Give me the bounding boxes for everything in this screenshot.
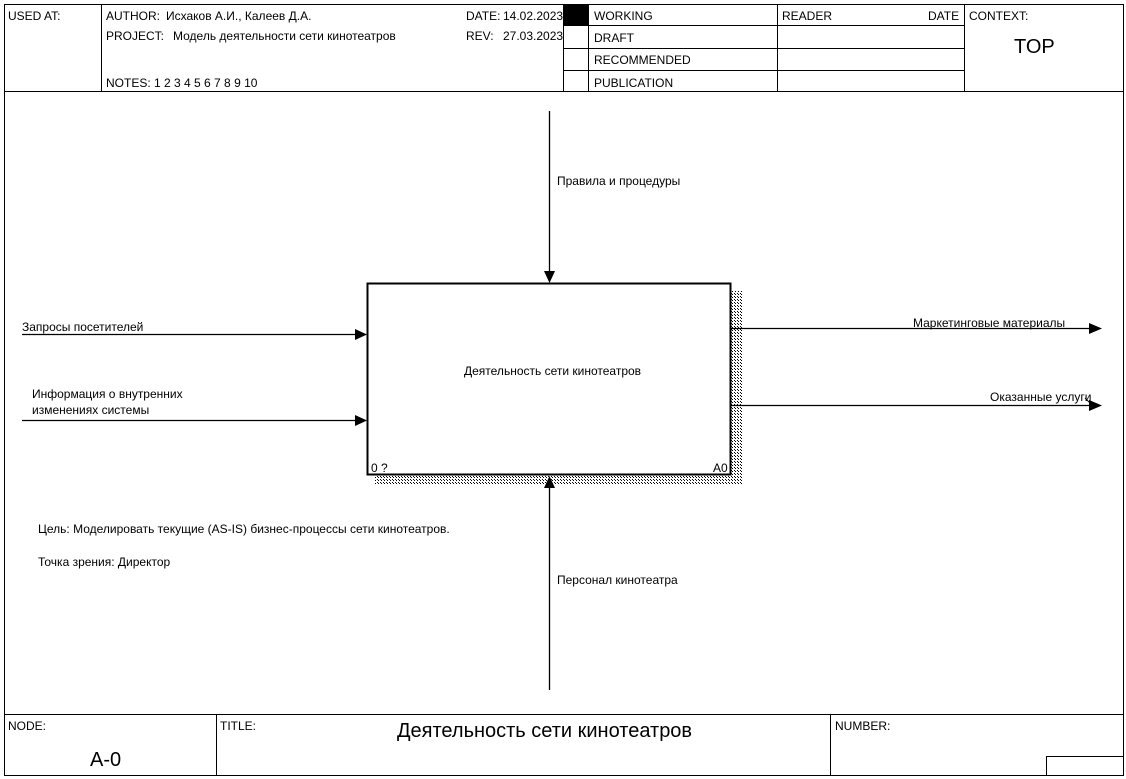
- node-value: A-0: [90, 749, 122, 771]
- working-status-marker: [564, 5, 588, 25]
- activity-cost: 0 ?: [371, 461, 388, 475]
- header-grid: [4, 4, 1124, 92]
- status-working: WORKING: [594, 9, 653, 23]
- mechanism-arrow[interactable]: [544, 476, 555, 690]
- title-value: Деятельность сети кинотеатров: [397, 720, 693, 742]
- project-label: PROJECT:: [106, 29, 165, 43]
- used-at-label: USED AT:: [8, 9, 61, 23]
- reader-label: READER: [782, 9, 833, 23]
- control-arrow-label: Правила и процедуры: [557, 174, 681, 188]
- activity-name: Деятельность сети кинотеатров: [464, 364, 642, 378]
- input-arrow-2[interactable]: [22, 415, 367, 426]
- notes: NOTES: 1 2 3 4 5 6 7 8 9 10: [106, 76, 258, 90]
- date-value: 14.02.2023: [503, 9, 564, 23]
- rev-label: REV:: [466, 29, 494, 43]
- date-label: DATE:: [466, 9, 501, 23]
- control-arrow[interactable]: [544, 111, 555, 283]
- number-label: NUMBER:: [835, 719, 891, 733]
- activity-shadow: [375, 291, 742, 485]
- purpose-text: Цель: Моделировать текущие (AS-IS) бизне…: [38, 522, 450, 536]
- activity-node-number: A0: [713, 461, 728, 475]
- footer-grid: [4, 714, 1124, 776]
- mechanism-arrow-label: Персонал кинотеатра: [557, 573, 678, 587]
- rev-value: 27.03.2023: [503, 29, 564, 43]
- status-publication: PUBLICATION: [594, 76, 674, 90]
- context-value: TOP: [1014, 36, 1055, 58]
- input-2-label-line1: Информация о внутренних: [32, 387, 183, 401]
- output-1-label: Маркетинговые материалы: [913, 316, 1066, 330]
- reader-date-label: DATE: [928, 9, 960, 23]
- activity-box[interactable]: [366, 282, 732, 476]
- output-arrow-2[interactable]: [731, 400, 1102, 411]
- input-2-label-line2: изменениях системы: [32, 403, 150, 417]
- output-2-label: Оказанные услуги: [990, 390, 1092, 404]
- author-label: AUTHOR:: [106, 9, 160, 23]
- input-arrow-1[interactable]: [22, 329, 367, 340]
- status-draft: DRAFT: [594, 31, 634, 45]
- input-1-label: Запросы посетителей: [22, 320, 144, 334]
- author-value: Исхаков А.И., Калеев Д.А.: [166, 9, 312, 23]
- project-value: Модель деятельности сети кинотеатров: [173, 29, 396, 43]
- node-label: NODE:: [8, 719, 47, 733]
- context-label: CONTEXT:: [969, 9, 1029, 23]
- output-arrow-1[interactable]: [731, 323, 1102, 334]
- status-recommended: RECOMMENDED: [594, 53, 691, 67]
- viewpoint-text: Точка зрения: Директор: [38, 555, 171, 569]
- output-2-label-tick: [1084, 397, 1093, 406]
- title-label: TITLE:: [220, 719, 257, 733]
